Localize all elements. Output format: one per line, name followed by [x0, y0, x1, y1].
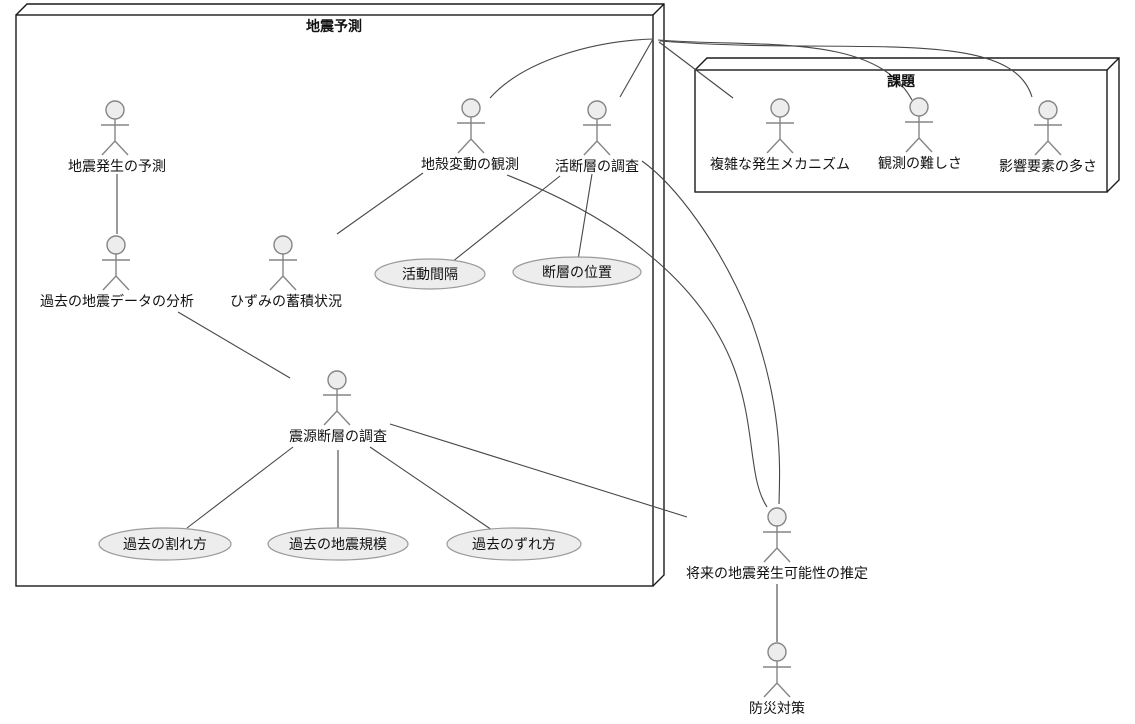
- link-sourcefault-future: [389, 423, 688, 518]
- container-issues: [694, 57, 1120, 193]
- earthquake-prediction-title: 地震予測: [306, 18, 362, 35]
- actor-label: 地殻変動の観測: [421, 156, 519, 173]
- actor-observation-difficulty: 観測の難しさ: [878, 97, 962, 172]
- link-box-mechanism: [658, 41, 734, 99]
- actor-label: 地震発生の予測: [68, 159, 166, 175]
- link-pastdata-sourcefault: [177, 311, 291, 379]
- link-activefault-faultposition: [577, 173, 593, 261]
- usecase-fault-position: 断層の位置: [512, 256, 642, 288]
- actor-future-earthquake-probability-estimation: 将来の地震発生可能性の推定: [686, 507, 868, 582]
- actor-label: 観測の難しさ: [878, 155, 962, 172]
- relationship-lines: [116, 38, 1033, 642]
- link-crustal-future: [506, 174, 768, 508]
- link-activefault-future: [641, 160, 781, 505]
- actor-label: 複雑な発生メカニズム: [710, 156, 850, 173]
- usecase-activity-interval: 活動間隔: [374, 258, 486, 290]
- usecase-past-slip-pattern: 過去のずれ方: [446, 527, 582, 561]
- link-activefault-box: [619, 38, 654, 98]
- link-crustal-box: [489, 38, 654, 99]
- issues-box: [694, 69, 1108, 193]
- issues-title: 課題: [887, 73, 916, 90]
- stick-figure-icon: [762, 507, 792, 563]
- usecase-past-break-pattern: 過去の割れ方: [98, 527, 232, 561]
- actor-label: 将来の地震発生可能性の推定: [686, 566, 868, 582]
- past-magnitude-label: 過去の地震規模: [289, 537, 387, 553]
- link-sourcefault-breakpattern: [186, 446, 294, 529]
- fault-position-ellipse: [512, 256, 642, 288]
- link-activefault-interval: [451, 175, 561, 263]
- link-crustal-strain: [336, 172, 424, 235]
- actor-label: 影響要素の多さ: [999, 158, 1097, 175]
- activity-interval-ellipse: [374, 258, 486, 290]
- fault-position-label: 断層の位置: [542, 265, 612, 281]
- issues-box-depth: [694, 57, 1120, 193]
- actor-many-influencing-factors: 影響要素の多さ: [999, 100, 1097, 175]
- actor-label: 過去の地震データの分析: [40, 293, 194, 310]
- usecase-past-magnitude: 過去の地震規模: [267, 527, 409, 561]
- actor-label: 防災対策: [749, 700, 805, 717]
- past-magnitude-ellipse: [267, 527, 409, 561]
- actor-complex-mechanism: 複雑な発生メカニズム: [710, 98, 850, 173]
- activity-interval-label: 活動間隔: [402, 267, 458, 283]
- actor-label: 活断層の調査: [555, 159, 639, 175]
- past-slip-pattern-label: 過去のずれ方: [472, 537, 556, 553]
- actor-label: ひずみの蓄積状況: [230, 294, 342, 310]
- actor-label: 震源断層の調査: [289, 429, 387, 445]
- past-break-pattern-ellipse: [98, 527, 232, 561]
- link-sourcefault-slippattern: [369, 446, 493, 531]
- actor-earthquake-occurrence-prediction: 地震発生の予測: [68, 100, 166, 175]
- link-box-many-factors: [659, 40, 1033, 98]
- actor-past-earthquake-data-analysis: 過去の地震データの分析: [40, 235, 194, 310]
- earthquake-prediction-box-depth: [15, 3, 665, 587]
- past-slip-pattern-ellipse: [446, 527, 582, 561]
- actor-disaster-prevention: 防災対策: [749, 642, 805, 717]
- actor-source-fault-survey: 震源断層の調査: [289, 370, 387, 445]
- stick-figure-icon: [762, 642, 792, 698]
- actor-strain-accumulation: ひずみの蓄積状況: [230, 235, 342, 310]
- past-break-pattern-label: 過去の割れ方: [123, 536, 207, 553]
- link-box-observation-difficulty: [657, 39, 913, 101]
- actor-active-fault-survey: 活断層の調査: [555, 100, 639, 175]
- actor-crustal-movement-observation: 地殻変動の観測: [421, 98, 519, 173]
